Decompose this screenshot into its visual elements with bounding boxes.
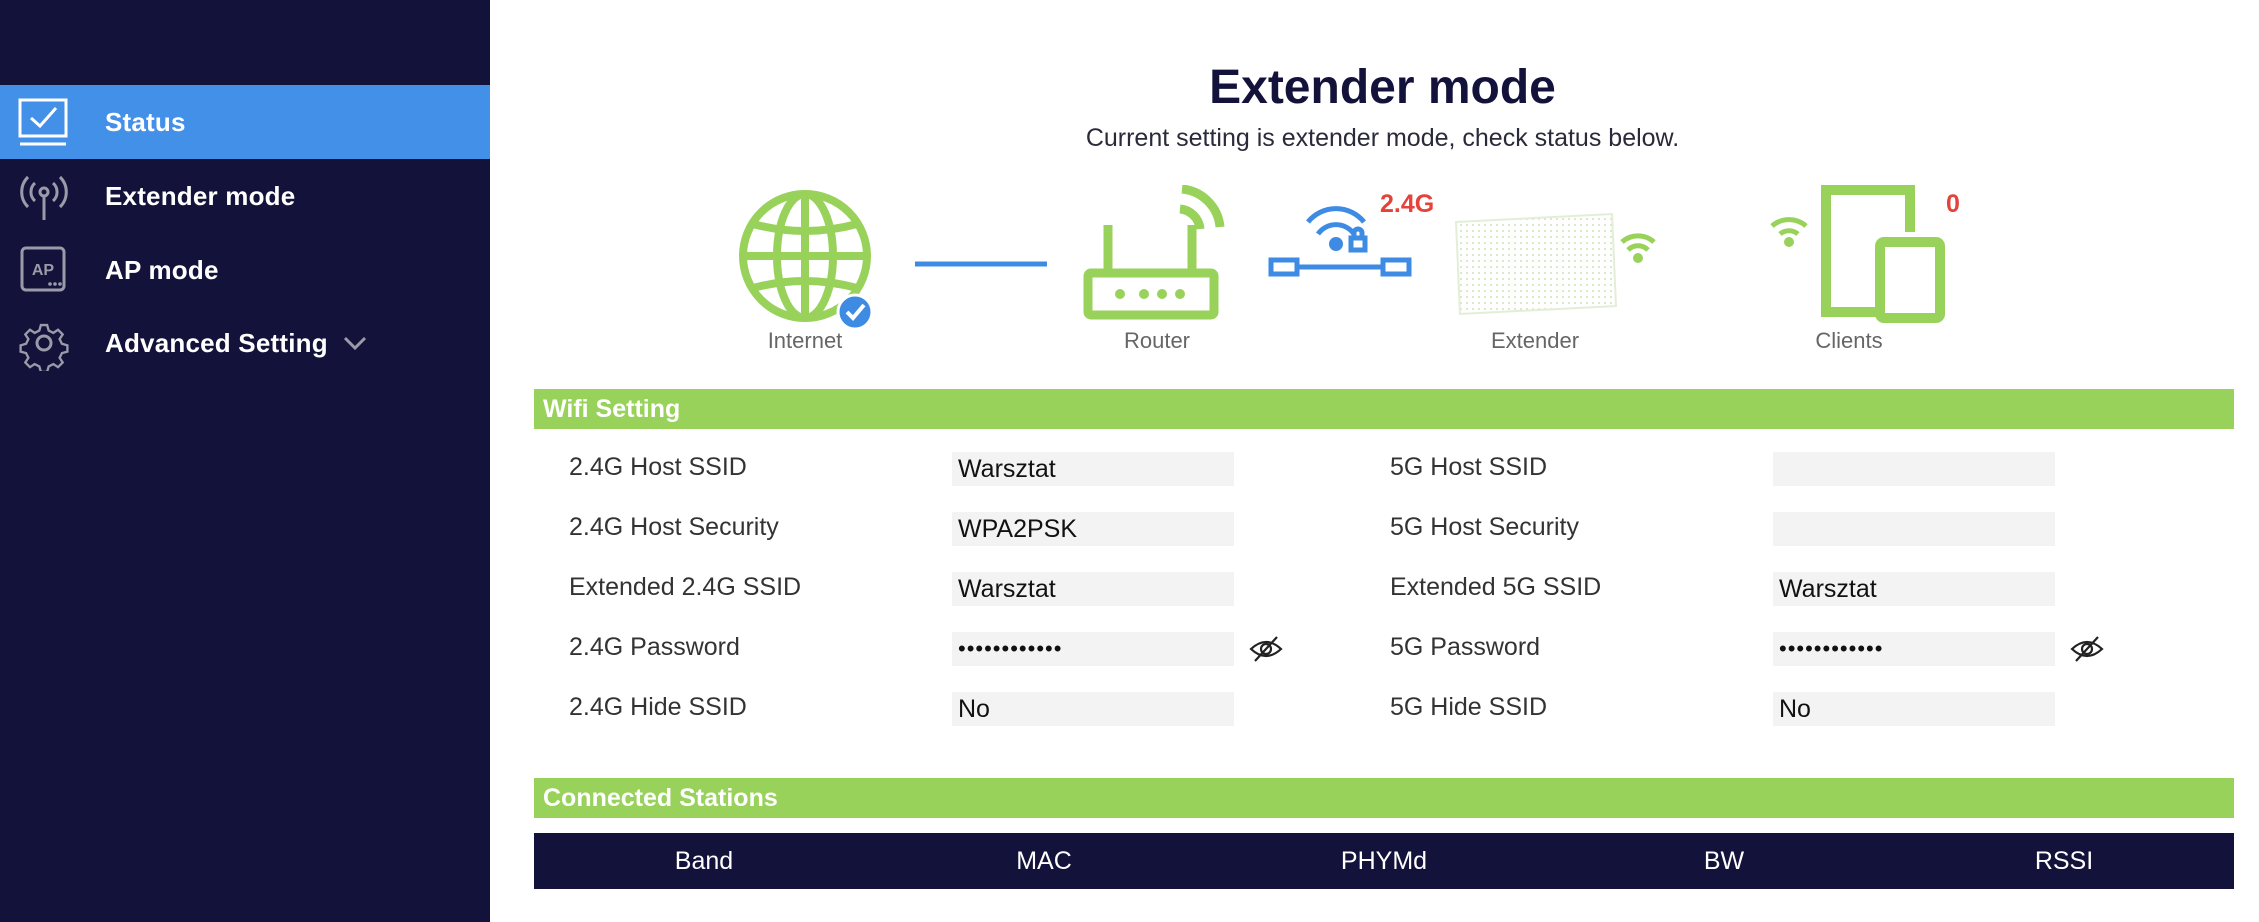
hide-ssid-5g-field[interactable]: No (1773, 692, 2055, 726)
eye-slash-icon[interactable] (2070, 635, 2104, 663)
topology-diagram: Internet Router (490, 180, 2259, 360)
host-ssid-5g-field[interactable] (1773, 452, 2055, 486)
host-security-5g-label: 5G Host Security (1390, 513, 1579, 541)
password-5g-field[interactable]: •••••••••••• (1773, 632, 2055, 666)
column-header-mac: MAC (1016, 847, 1072, 875)
band-label: 2.4G (1380, 190, 1435, 218)
sidebar-item-status[interactable]: Status (0, 85, 490, 159)
eye-slash-icon[interactable] (1249, 635, 1283, 663)
extender-icon (1454, 212, 1656, 316)
ap-device-icon: AP (16, 242, 72, 298)
column-header-rssi: RSSI (2034, 847, 2094, 875)
page-subtitle: Current setting is extender mode, check … (1085, 124, 1680, 152)
sidebar-item-label: Advanced Setting (105, 327, 328, 358)
sidebar-item-label: Status (105, 106, 186, 137)
sidebar-item-label: AP mode (105, 254, 219, 285)
stations-table-header: Band MAC PHYMd BW RSSI (534, 833, 2234, 889)
main-content: Extender mode Current setting is extende… (490, 0, 2259, 922)
host-security-5g-field[interactable] (1773, 512, 2055, 546)
extended-ssid-5g-field[interactable]: Warsztat (1773, 572, 2055, 606)
wifi-setting-header: Wifi Setting (534, 389, 2234, 429)
extended-ssid-24-label: Extended 2.4G SSID (569, 573, 802, 601)
connected-stations-header: Connected Stations (534, 778, 2234, 818)
router-icon (1083, 185, 1225, 320)
router-label: Router (1123, 328, 1191, 353)
column-header-bw: BW (1703, 847, 1745, 875)
page-title: Extender mode (1209, 61, 1556, 114)
extended-ssid-24-field[interactable]: Warsztat (952, 572, 1234, 606)
column-header-band: Band (674, 847, 734, 875)
gear-icon (16, 315, 72, 371)
column-header-phymd: PHYMd (1340, 847, 1428, 875)
sidebar-item-extender-mode[interactable]: Extender mode (0, 159, 490, 233)
host-security-24-field[interactable]: WPA2PSK (952, 512, 1234, 546)
sidebar-item-ap-mode[interactable]: AP AP mode (0, 233, 490, 307)
link-line (915, 261, 1047, 267)
extender-label: Extender (1490, 328, 1580, 353)
wifi-lock-icon (1268, 206, 1412, 277)
antenna-icon (16, 168, 72, 224)
client-count: 0 (1946, 190, 1960, 218)
internet-label: Internet (767, 328, 843, 353)
clients-label: Clients (1815, 328, 1883, 353)
sidebar-item-label: Extender mode (105, 180, 296, 211)
host-ssid-24-label: 2.4G Host SSID (569, 453, 747, 481)
chevron-down-icon[interactable] (340, 328, 370, 358)
clients-icon (1770, 185, 1945, 323)
hide-ssid-5g-label: 5G Hide SSID (1390, 693, 1548, 721)
globe-icon (739, 190, 874, 331)
host-ssid-24-field[interactable]: Warsztat (952, 452, 1234, 486)
hide-ssid-24-field[interactable]: No (952, 692, 1234, 726)
host-ssid-5g-label: 5G Host SSID (1390, 453, 1547, 481)
svg-text:AP: AP (32, 262, 55, 279)
password-24-label: 2.4G Password (569, 633, 740, 661)
sidebar-item-advanced-setting[interactable]: Advanced Setting (0, 306, 490, 380)
password-24-field[interactable]: •••••••••••• (952, 632, 1234, 666)
password-5g-label: 5G Password (1390, 633, 1541, 661)
host-security-24-label: 2.4G Host Security (569, 513, 779, 541)
hide-ssid-24-label: 2.4G Hide SSID (569, 693, 747, 721)
sidebar: Status Extender mode AP (0, 0, 490, 922)
extended-ssid-5g-label: Extended 5G SSID (1390, 573, 1602, 601)
monitor-check-icon (16, 94, 72, 150)
